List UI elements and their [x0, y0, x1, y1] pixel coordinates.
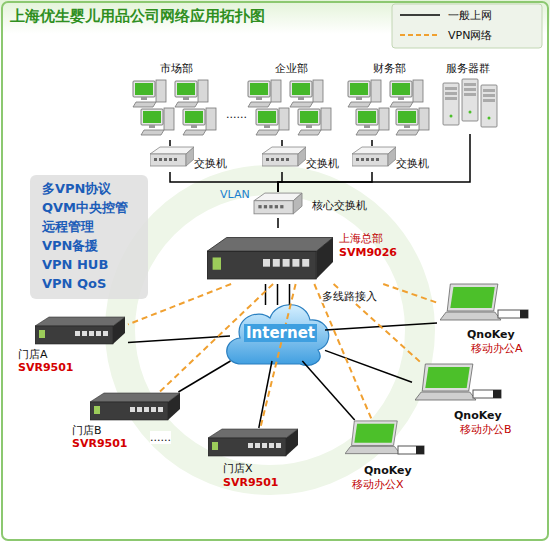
legend-text: 一般上网	[448, 9, 492, 22]
switch: 交换机	[262, 146, 344, 172]
node-text: 移动办公X	[352, 478, 404, 491]
network-link	[371, 140, 373, 146]
node-text: SVR9501	[223, 476, 279, 489]
node-text: 交换机	[396, 157, 429, 170]
feature-panel: 多VPN协议 QVM中央控管远程管理 VPN备援 VPN HUB VPN QoS	[30, 175, 148, 299]
vpn-link	[314, 284, 372, 420]
node-text: 市场部	[160, 62, 193, 75]
legend-text: VPN网络	[448, 29, 492, 42]
network-link	[325, 350, 412, 382]
department-group: 企业部	[245, 62, 337, 140]
core-switch: 核心交换机	[248, 192, 372, 218]
network-link	[178, 361, 230, 392]
node-text: 移动办公A	[471, 342, 523, 355]
node-text: 交换机	[306, 157, 339, 170]
annotation: VLAN	[220, 188, 250, 201]
annotation: ......	[150, 431, 171, 444]
node-text: Internet	[244, 324, 317, 342]
node-text: QnoKey	[454, 409, 502, 422]
store-router: 门店XSVR9501	[205, 428, 300, 492]
mobile-laptop: QnoKey移动办公A	[437, 283, 537, 357]
mobile-laptop: QnoKey移动办公B	[412, 363, 515, 439]
network-link	[169, 140, 171, 146]
server-group: 服务器群	[440, 62, 500, 134]
annotation: ......	[226, 108, 247, 121]
network-link	[259, 361, 272, 428]
node-text: 远程管理	[42, 219, 94, 235]
node-text: 移动办公B	[460, 423, 512, 436]
network-link	[281, 140, 283, 146]
network-link	[277, 218, 279, 228]
mobile-laptop: QnoKey移动办公X	[340, 420, 435, 494]
node-text: QnoKey	[467, 328, 515, 341]
node-text: SVR9501	[18, 361, 74, 374]
node-text: 企业部	[275, 62, 308, 75]
node-text: 服务器群	[446, 62, 490, 75]
node-text: 门店X	[223, 462, 253, 475]
network-link	[278, 134, 470, 192]
hq-gateway: 上海总部SVM9026	[205, 228, 400, 284]
department-group: 财务部	[345, 62, 437, 140]
network-link	[302, 361, 354, 420]
node-text: 门店B	[72, 424, 102, 437]
switch: 交换机	[150, 146, 232, 172]
node-text: 门店A	[18, 348, 48, 361]
node-text: 核心交换机	[312, 199, 367, 212]
node-text: 上海总部	[339, 232, 383, 245]
vpn-link	[260, 284, 295, 428]
node-text: QnoKey	[364, 464, 412, 477]
node-text: 交换机	[194, 157, 227, 170]
node-text: VPN备援	[42, 238, 98, 254]
node-text: SVM9026	[339, 246, 397, 259]
node-text: QVM中央控管	[42, 200, 128, 216]
store-router: 门店ASVR9501	[18, 316, 128, 376]
node-text: VPN QoS	[42, 276, 106, 292]
node-text: 财务部	[373, 62, 406, 75]
node-text: VPN HUB	[42, 257, 108, 273]
annotation: 多线路接入	[322, 290, 377, 303]
node-text: 多VPN协议	[42, 181, 111, 197]
diagram-title: 上海优生婴儿用品公司网络应用拓扑图	[10, 7, 265, 25]
switch: 交换机	[352, 146, 434, 172]
vpn-link	[383, 284, 437, 303]
internet-cloud: Internet	[230, 305, 325, 361]
department-group: 市场部	[130, 62, 222, 140]
node-text: SVR9501	[72, 437, 128, 450]
